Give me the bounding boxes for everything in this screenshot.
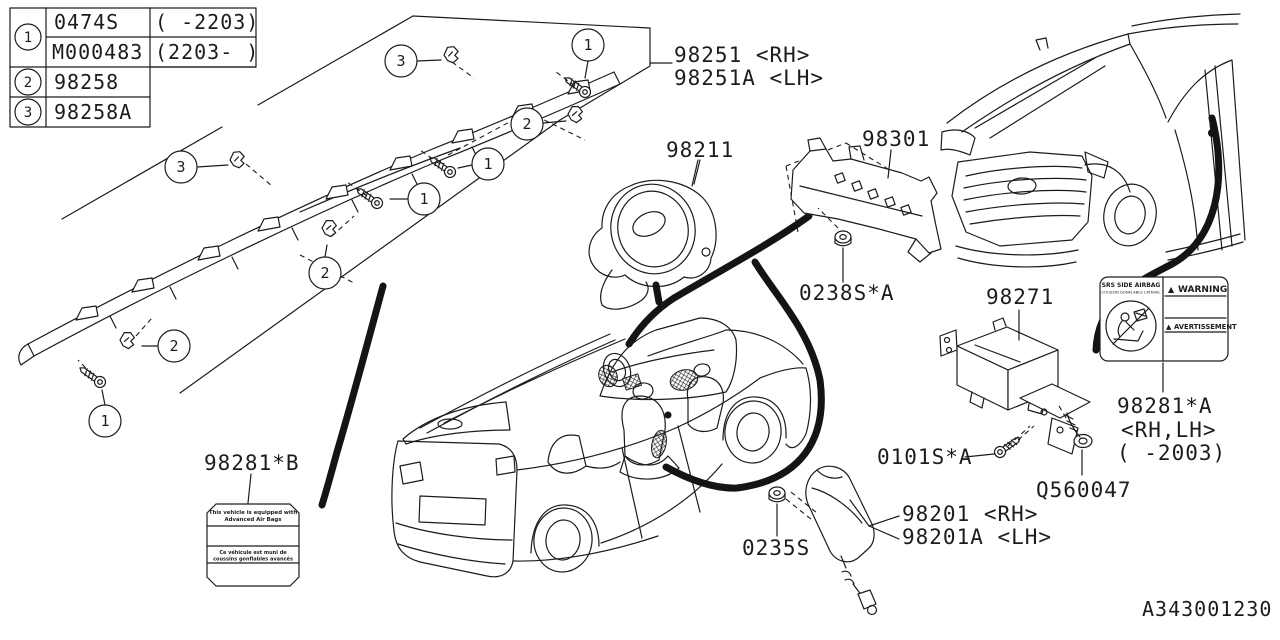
legend-ref-2: 2 [24, 75, 32, 91]
callout-2a: 2 [510, 107, 544, 141]
advanced-airbag-label-b: This vehicle is equipped with Advanced A… [206, 473, 300, 587]
part-98281-A-side: <RH,LH> [1121, 418, 1217, 442]
part-98201a-lh: 98201A <LH> [902, 525, 1052, 549]
part-Q560047: Q560047 [1036, 478, 1132, 502]
screw-fastener [76, 362, 109, 391]
label-a-title: SRS SIDE AIRBAG [1102, 282, 1161, 289]
passenger-airbag-module [939, 309, 1093, 476]
seat-airbag-98201 [768, 465, 900, 616]
screw-Q560047 [1064, 412, 1093, 449]
legend-table: 1 2 3 0474S ( -2203) M000483 (2203- ) 98… [9, 7, 259, 128]
label-a-warning-fr: AVERTISSEMENT [1174, 323, 1237, 331]
legend-part-98258: 98258 [54, 70, 119, 94]
part-0235S: 0235S [742, 536, 810, 560]
passenger-airbag-location-hatch [669, 369, 699, 391]
nut-0238S [834, 230, 852, 247]
arrow-to-dash [625, 212, 813, 348]
part-0238S-A: 0238S*A [799, 281, 895, 305]
legend-ref-1-circle [14, 23, 42, 51]
seat-airbag-location-hatch [651, 429, 667, 459]
pictogram-circle [1105, 300, 1157, 352]
location-dot [664, 411, 672, 419]
part-98281-A: 98281*A [1117, 394, 1213, 418]
svg-text:1: 1 [583, 36, 592, 54]
driver-airbag-location-hatch [598, 364, 618, 388]
legend-part-0474S: 0474S [54, 10, 119, 34]
location-arrows [318, 114, 1223, 509]
legend-range-1: ( -2203) [155, 10, 259, 34]
screw-fastener [353, 183, 386, 212]
curtain-airbag-assembly [18, 43, 621, 391]
svg-text:3: 3 [176, 158, 185, 176]
legend-part-98258A: 98258A [54, 100, 132, 124]
callout-3b: 3 [384, 44, 418, 78]
clip-fastener [319, 217, 340, 239]
callout-2c: 2 [157, 329, 191, 363]
callout-2b: 2 [308, 256, 342, 290]
part-0101S-A: 0101S*A [877, 445, 973, 469]
part-98281-B: 98281*B [204, 451, 300, 475]
legend-ref-3-circle [14, 98, 42, 126]
dash-member-98301 [785, 137, 942, 283]
part-98251a-lh: 98251A <LH> [674, 66, 824, 90]
clip-fastener [441, 43, 462, 66]
callout-1c: 1 [407, 182, 441, 216]
part-98271: 98271 [986, 285, 1054, 309]
label-b-line3: Ce véhicule est muni de [219, 549, 287, 556]
svg-text:2: 2 [169, 337, 178, 355]
arrow-to-seat [662, 258, 825, 492]
legend-ref-2-circle [14, 68, 42, 96]
front-vehicle [940, 13, 1246, 268]
part-98251-rh: 98251 <RH> [674, 43, 810, 67]
clip-fastener [227, 148, 248, 171]
part-98301: 98301 [862, 127, 930, 151]
part-labels: 98251 <RH> 98251A <LH> 98211 98301 0238S… [204, 43, 1272, 621]
label-a-warning-en: WARNING [1178, 285, 1227, 295]
main-vehicle [391, 317, 812, 578]
callout-1d: 1 [88, 404, 122, 438]
front-grille [951, 151, 1093, 247]
part-98281-A-range: ( -2003) [1117, 441, 1226, 465]
warning-triangle-icon: ▲ [1166, 323, 1172, 331]
callout-1a: 1 [571, 28, 605, 62]
callouts: 3 3 1 2 1 1 2 2 1 [88, 28, 605, 438]
legend-part-M000483: M000483 [52, 40, 143, 64]
legend-ref-1: 1 [24, 30, 32, 46]
legend-range-2: (2203- ) [155, 40, 259, 64]
driver-airbag-module [588, 159, 717, 310]
bolt-0101S [991, 432, 1024, 461]
svg-text:1: 1 [100, 412, 109, 430]
label-b-line2: Advanced Air Bags [225, 517, 282, 523]
part-98211: 98211 [666, 138, 734, 162]
clip-fastener [117, 329, 138, 351]
warning-label-a: SRS SIDE AIRBAG COUSSIN GONFLABLE LATERA… [1099, 276, 1237, 393]
label-a-subtitle: COUSSIN GONFLABLE LATERAL [1102, 290, 1162, 295]
label-b-line4: coussins gonflables avancés [213, 556, 293, 563]
callout-1b: 1 [471, 147, 505, 181]
warning-triangle-icon: ▲ [1168, 285, 1175, 294]
svg-text:2: 2 [320, 264, 329, 282]
svg-text:1: 1 [419, 190, 428, 208]
callout-3a: 3 [164, 150, 198, 184]
svg-text:1: 1 [483, 155, 492, 173]
diagram-id: A343001230 [1142, 597, 1272, 621]
svg-text:2: 2 [522, 115, 531, 133]
front-seat [621, 395, 666, 466]
part-98201-rh: 98201 <RH> [902, 502, 1038, 526]
legend-ref-3: 3 [24, 105, 32, 121]
nut-0235S [768, 486, 786, 503]
arrow-to-label-b [318, 282, 387, 509]
label-b-line1: This vehicle is equipped with [209, 510, 298, 516]
svg-text:3: 3 [396, 52, 405, 70]
